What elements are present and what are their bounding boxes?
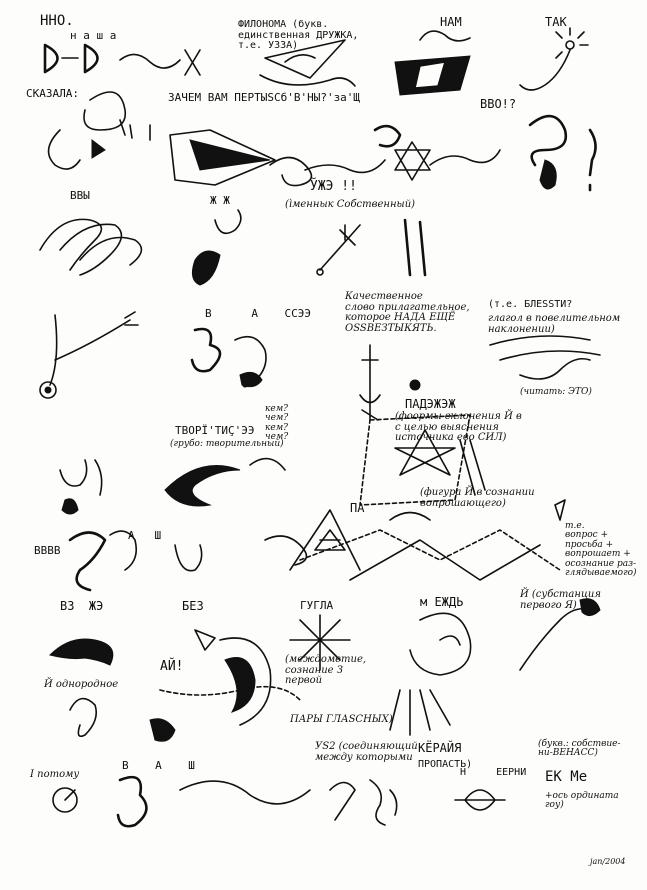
label-grubo: (грубо: творительный) xyxy=(170,439,284,449)
label-foormy: (фоормы склонения Й в с целью выяснения … xyxy=(395,411,522,443)
glyph-bottom-row xyxy=(52,775,506,828)
glyph-padezh-star xyxy=(359,379,486,506)
label-kem-chem: кем? чем? кем? чем? xyxy=(265,404,289,443)
glyph-lower-left-crescent xyxy=(49,638,114,738)
glyph-mezhd-drop xyxy=(409,612,472,676)
label-filonoma: ФИЛОНОМА (букв. единственная ДРУЖКА, т.е… xyxy=(238,19,359,51)
label-mezhd: м ЕЖДЬ xyxy=(420,595,464,609)
label-nasha: н а ш а xyxy=(70,29,117,42)
label-nno: ННО. xyxy=(40,13,74,29)
label-vvvv: ВВВВ xyxy=(34,544,61,557)
label-pary: ПАРЫ ГЛАSСНЫХ) xyxy=(290,714,393,725)
glyph-rays xyxy=(389,689,451,736)
label-glagol: глагол в повелительном наклонении) xyxy=(488,313,621,335)
label-v-a-sh: В А Ш xyxy=(122,759,195,772)
glyph-nam-shape xyxy=(394,30,471,96)
glyph-landscape-composition xyxy=(264,499,566,581)
glyph-gugla-cross xyxy=(289,614,351,671)
glyph-tak-sun xyxy=(519,27,589,91)
label-figura: (фигура Й в сознании вопрошающего) xyxy=(420,487,535,509)
glyph-skazala-swirls xyxy=(47,91,151,170)
label-ys2: УS2 (соединяющий между которыми xyxy=(315,741,418,763)
label-vvo: ВВО!? xyxy=(480,97,517,111)
glyph-vvy-waves xyxy=(39,218,143,276)
glyph-tvorit-crescent xyxy=(164,457,286,507)
label-te-vopros: т.е. вопрос + просьба + вопрошает + осоз… xyxy=(565,521,637,579)
label-tvorit: ТВОРÏ'ТИÇ'ЭЭ xyxy=(175,424,255,437)
label-kraya: КЁРАЙЯ xyxy=(418,741,462,755)
glyph-v-curve xyxy=(39,311,139,399)
glyph-ay-crescent xyxy=(149,629,301,742)
label-zhzh: Ж Ж xyxy=(210,194,230,207)
label-bukv: (букв.: собствие- ни-ВЕНАСС) xyxy=(538,739,621,759)
label-y-odnorodnoe: Й однородное xyxy=(44,679,119,690)
label-os: +ось ордината гоу) xyxy=(545,791,619,811)
label-ay: АЙ! xyxy=(160,659,184,674)
label-tak: ТАК xyxy=(545,15,567,29)
label-uzhe: ЎЖЭ !! xyxy=(310,179,357,194)
label-a-sh: А Ш xyxy=(128,529,162,542)
label-uzhe-note: (ìменнык Собственный) xyxy=(285,199,416,210)
label-signature: jan/2004 xyxy=(590,857,626,866)
label-ekme: ЕК Ме xyxy=(545,769,588,785)
label-kachestvennoe: Качественное слово прилагательное, котор… xyxy=(345,291,470,334)
glyph-glagol-curve xyxy=(489,335,601,380)
label-mezhdometie: (междометие, сознание З первой xyxy=(285,654,367,686)
label-zachem: ЗАЧЕМ ВАМ ПЕРТЫSCб'В'НЫ?'за'Щ xyxy=(168,91,361,104)
label-v-a-sss: В А ССЭЭ xyxy=(205,307,311,320)
glyph-kachestvennoe-column xyxy=(359,344,381,421)
glyph-zachem-wedge xyxy=(169,124,501,187)
label-chitat: (читать: ЭТО) xyxy=(520,387,592,397)
label-te-blessstim: (т.е. БЛЕЅЅТИ? xyxy=(488,299,573,310)
glyph-zhzh-drop xyxy=(191,209,242,286)
glyph-left-mid-swirls xyxy=(59,459,203,592)
glyph-filonoma-triangle xyxy=(259,39,356,87)
label-gugla: ГУГЛА xyxy=(300,599,334,612)
label-y-substanciya: Й (субстанция первого Я) xyxy=(520,589,601,611)
label-padezhzh: ПАДЭЖЭЖ xyxy=(405,397,456,411)
glyph-vvo-question xyxy=(528,114,597,192)
label-i-potomu: І потому xyxy=(30,769,80,780)
glyph-uzhe-burst xyxy=(316,218,427,277)
label-pa: ПА xyxy=(350,501,365,515)
glyph-d-d xyxy=(43,43,201,76)
label-nam: НАМ xyxy=(440,15,462,29)
label-skazala: СКАЗАЛА: xyxy=(26,87,79,100)
label-bez: БЕЗ xyxy=(182,599,204,613)
label-vvy: ВВЫ xyxy=(70,189,90,202)
glyph-b-a-shapes xyxy=(190,327,267,388)
label-propast: ПРОПАСТЬ) xyxy=(418,759,473,770)
glyph-y-substance xyxy=(519,598,601,671)
label-top-row-ru: ВЗ ЖЭ xyxy=(60,599,104,613)
label-n-eerni: Н ЕЕРНИ xyxy=(460,767,527,778)
